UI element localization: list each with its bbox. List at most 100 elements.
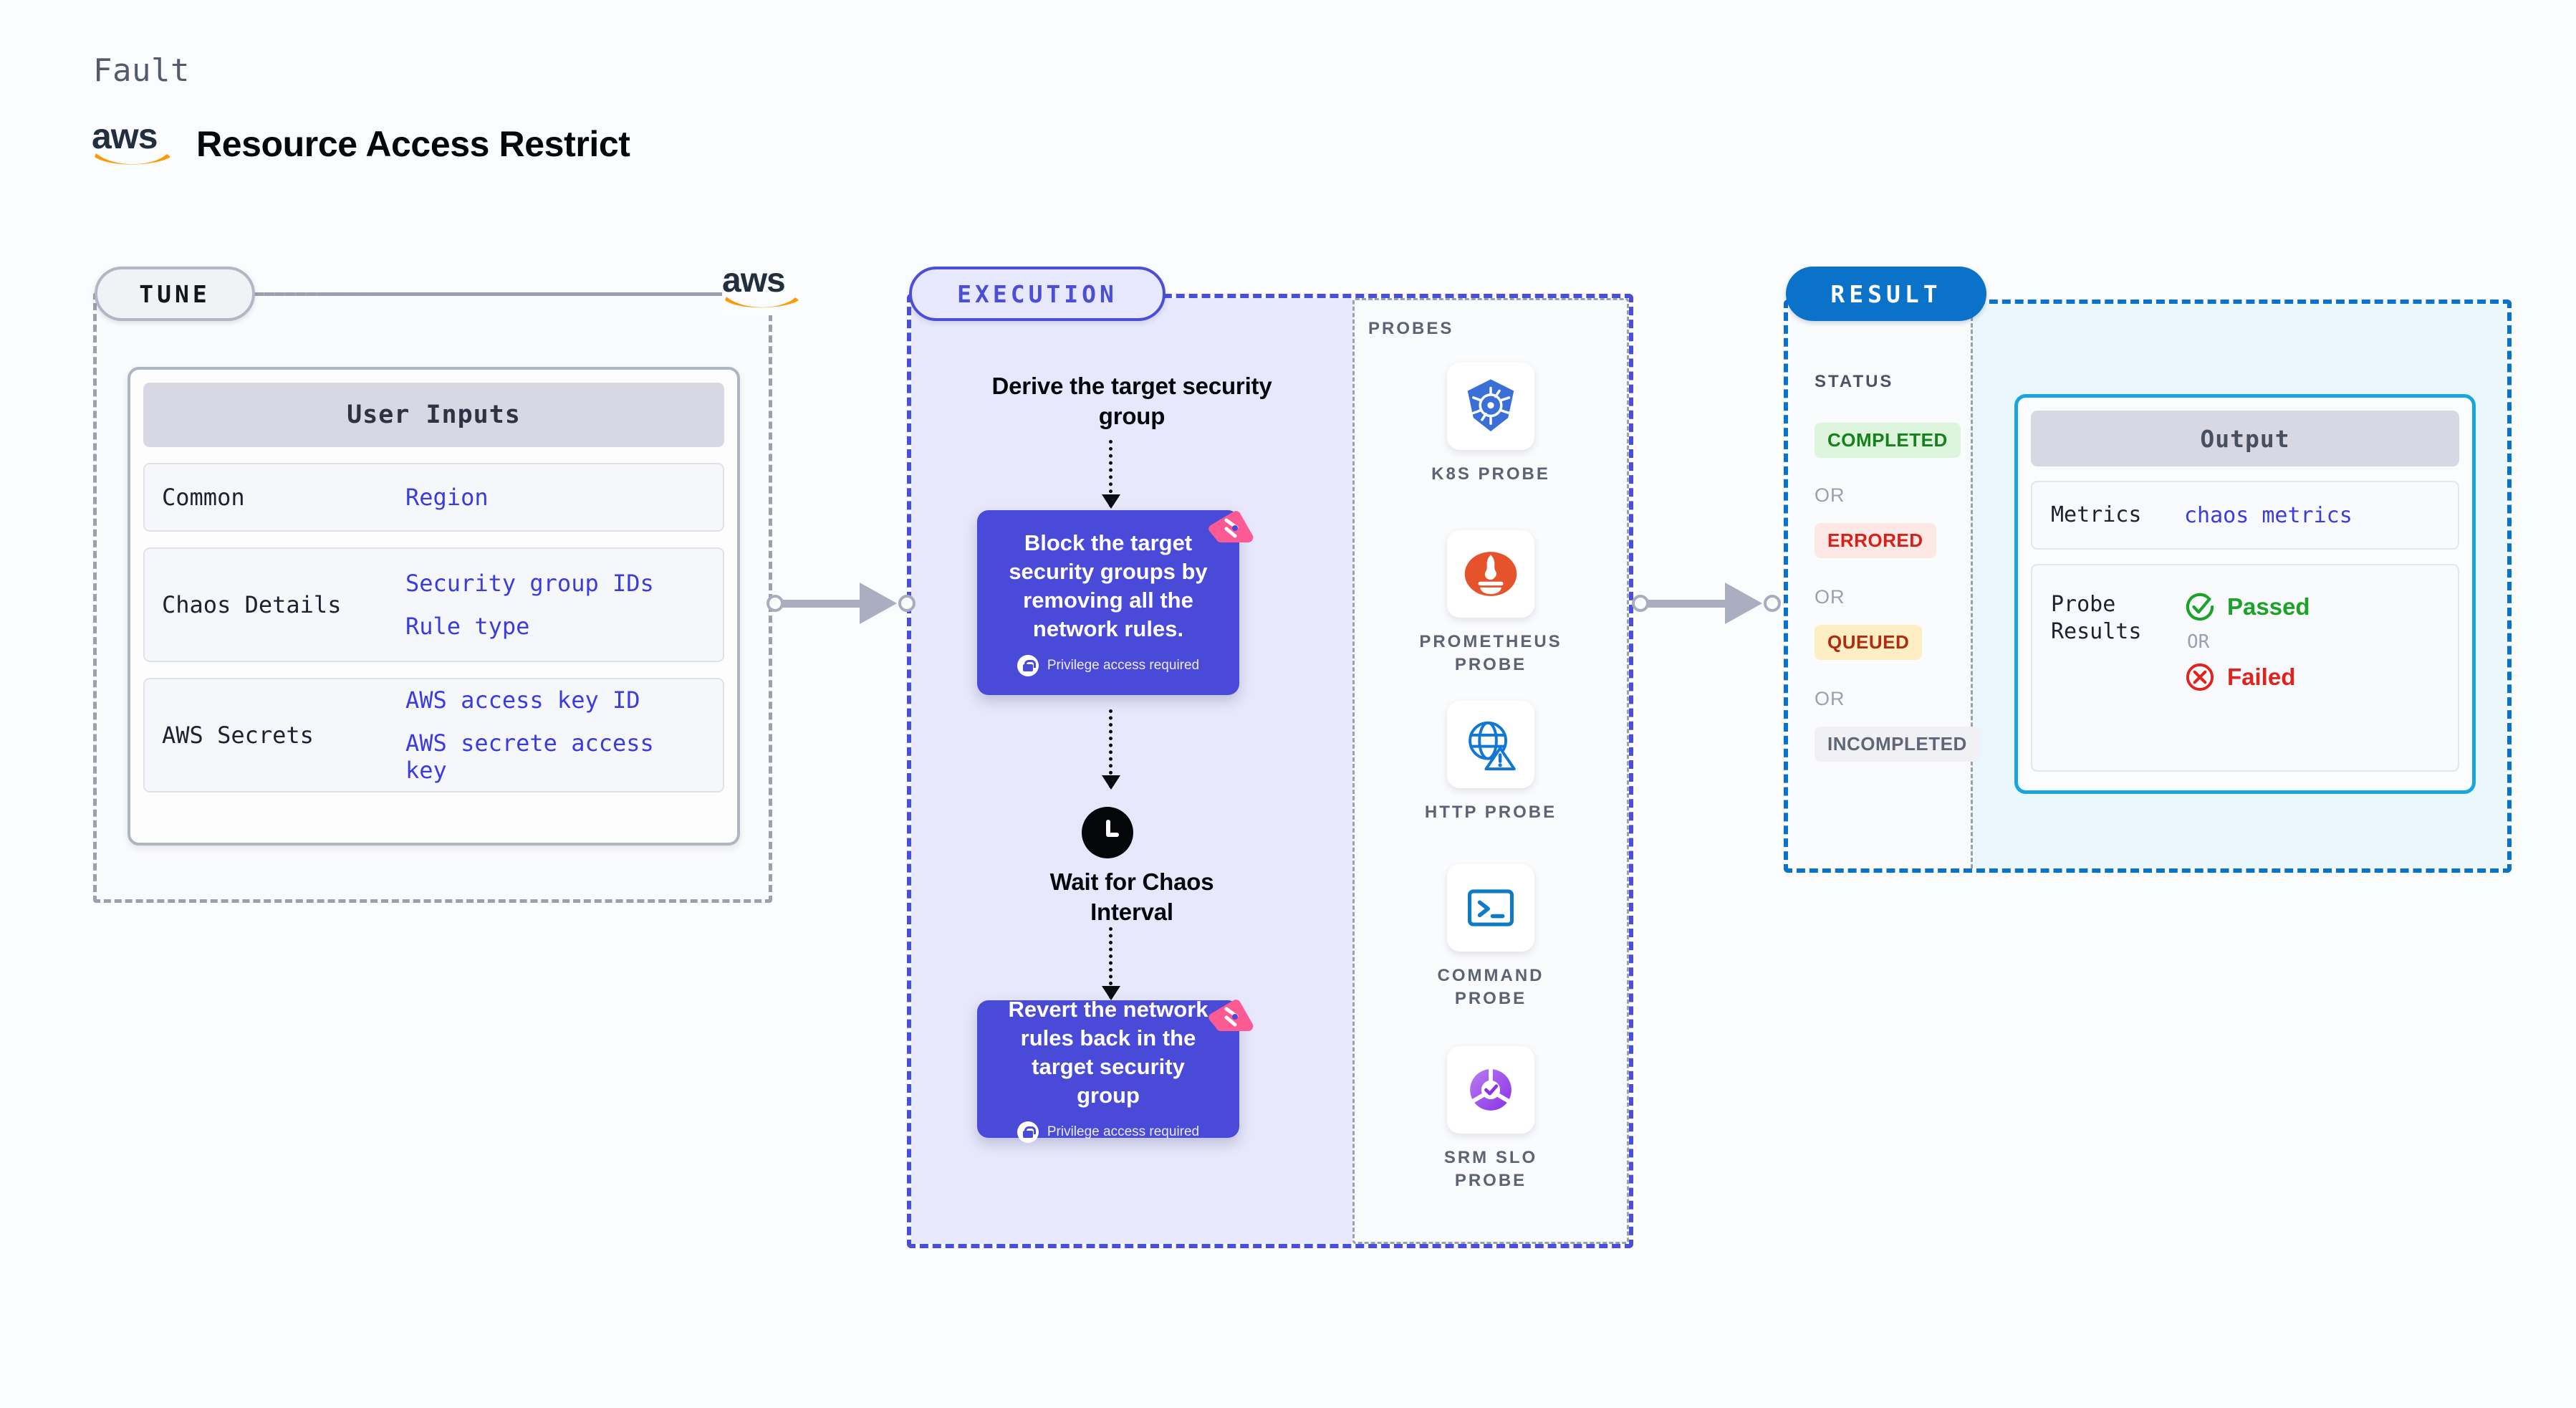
probe-result-failed: Failed	[2184, 661, 2310, 693]
page-title-row: aws Resource Access Restrict	[92, 116, 630, 168]
probe-result-or: OR	[2187, 631, 2210, 653]
connector-end-dot	[898, 595, 915, 612]
probe-label: K8S PROBE	[1431, 464, 1550, 484]
status-badge-completed: COMPLETED	[1815, 423, 1961, 458]
input-value[interactable]: AWS access key ID	[405, 686, 640, 714]
terminal-icon	[1447, 864, 1534, 952]
connector-arrowhead	[860, 583, 897, 624]
status-or: OR	[1815, 484, 1845, 506]
output-row-label: Metrics	[2051, 502, 2142, 527]
input-row-values: AWS access key ID AWS secrete access key	[405, 686, 706, 784]
execution-pill: EXECUTION	[909, 267, 1166, 321]
status-label: STATUS	[1815, 372, 1894, 391]
status-or: OR	[1815, 688, 1845, 709]
input-row-chaos-details: Chaos Details Security group IDs Rule ty…	[143, 547, 724, 662]
status-badge-incompleted: INCOMPLETED	[1815, 727, 1980, 762]
input-row-label: AWS Secrets	[162, 722, 314, 749]
input-row-values: Security group IDs Rule type	[405, 570, 654, 640]
input-row-values: Region	[405, 484, 489, 511]
execution-panel	[907, 294, 1633, 1248]
output-row-label: Probe Results	[2051, 592, 2142, 644]
connector-tune-to-execution	[766, 582, 917, 625]
probe-command[interactable]: COMMAND PROBE	[1416, 864, 1566, 1010]
output-row-metrics: Metrics chaos metrics	[2031, 481, 2459, 550]
privilege-text: Privilege access required	[1047, 658, 1200, 673]
user-inputs-card: User Inputs Common Region Chaos Details …	[128, 367, 740, 846]
input-row-label: Chaos Details	[162, 591, 342, 618]
clock-hour-hand	[1106, 820, 1110, 835]
connector-execution-to-result	[1632, 582, 1782, 625]
privilege-text: Privilege access required	[1047, 1124, 1200, 1139]
arrowhead-icon	[1102, 986, 1120, 1000]
input-row-label: Common	[162, 484, 245, 511]
check-circle-icon	[2186, 593, 2214, 621]
probes-label: PROBES	[1368, 319, 1454, 338]
clock-minute-hand	[1106, 833, 1119, 837]
output-card: Output Metrics chaos metrics Probe Resul…	[2014, 394, 2476, 794]
tune-top-dashed-line	[256, 292, 724, 296]
probe-passed-label: Passed	[2227, 593, 2310, 620]
tune-pill: TUNE	[95, 267, 255, 321]
clock-icon	[1082, 807, 1133, 858]
step-card-block: Block the target security groups by remo…	[977, 510, 1239, 695]
connector-end-dot	[1764, 595, 1781, 612]
result-pill: RESULT	[1786, 267, 1986, 321]
output-title: Output	[2031, 411, 2459, 466]
probe-failed-label: Failed	[2227, 664, 2296, 690]
prometheus-icon	[1447, 530, 1534, 618]
input-value[interactable]: Region	[405, 484, 489, 511]
output-row-probe-results: Probe Results Passed OR Failed	[2031, 564, 2459, 772]
http-globe-icon	[1447, 701, 1534, 788]
step-card-text: Revert the network rules back in the tar…	[1008, 997, 1208, 1108]
aws-wordmark: aws	[92, 116, 158, 156]
connector-arrowhead	[1725, 583, 1762, 624]
flow-arrow-2	[1102, 709, 1120, 790]
connector-bar	[1646, 600, 1746, 608]
step-wait-interval: Wait for Chaos Interval	[1049, 868, 1214, 925]
lock-icon	[1017, 1121, 1039, 1143]
input-value[interactable]: Rule type	[405, 613, 530, 640]
arrowhead-icon	[1102, 775, 1120, 790]
input-value[interactable]: AWS secrete access key	[405, 729, 654, 784]
input-row-aws-secrets: AWS Secrets AWS access key ID AWS secret…	[143, 678, 724, 792]
probe-label: SRM SLO PROBE	[1443, 1148, 1538, 1190]
status-or: OR	[1815, 586, 1845, 608]
page-eyebrow: Fault	[93, 52, 190, 89]
flow-arrow-3	[1102, 927, 1120, 1000]
result-panel	[1784, 300, 2512, 873]
step-card-revert: Revert the network rules back in the tar…	[977, 997, 1239, 1143]
privilege-note: Privilege access required	[1017, 1121, 1199, 1143]
chaos-badge-icon	[1208, 511, 1254, 543]
probe-srm-slo[interactable]: SRM SLO PROBE	[1416, 1046, 1566, 1192]
step-derive-target: Derive the target security group	[991, 373, 1272, 429]
output-metrics-value[interactable]: chaos metrics	[2184, 502, 2352, 528]
probe-label: PROMETHEUS PROBE	[1419, 632, 1562, 674]
privilege-note: Privilege access required	[1017, 655, 1199, 676]
flow-arrow-1	[1102, 440, 1120, 509]
probe-k8s[interactable]: K8S PROBE	[1416, 363, 1566, 486]
user-inputs-title: User Inputs	[143, 383, 724, 447]
input-value[interactable]: Security group IDs	[405, 570, 654, 597]
x-circle-icon	[2186, 663, 2214, 691]
chaos-badge-icon	[1208, 1000, 1254, 1032]
probe-result-passed: Passed	[2184, 591, 2310, 623]
aws-logo-icon: aws	[92, 116, 176, 168]
kubernetes-icon	[1447, 363, 1534, 450]
srm-slo-icon	[1447, 1046, 1534, 1134]
arrowhead-icon	[1102, 494, 1120, 509]
tune-aws-smile-icon	[725, 297, 799, 308]
tune-aws-wordmark: aws	[722, 262, 786, 300]
probe-http[interactable]: HTTP PROBE	[1416, 701, 1566, 824]
page-title: Resource Access Restrict	[196, 124, 630, 164]
step-card-text: Block the target security groups by remo…	[1009, 530, 1208, 641]
status-badge-queued: QUEUED	[1815, 625, 1923, 660]
probe-label: COMMAND PROBE	[1437, 966, 1544, 1008]
input-row-common: Common Region	[143, 463, 724, 532]
aws-smile-icon	[95, 153, 170, 165]
result-status-area	[1788, 304, 1973, 868]
probe-prometheus[interactable]: PROMETHEUS PROBE	[1416, 530, 1566, 676]
status-badge-errored: ERRORED	[1815, 523, 1936, 558]
lock-icon	[1017, 655, 1039, 676]
tune-aws-logo-icon: aws	[722, 262, 807, 315]
